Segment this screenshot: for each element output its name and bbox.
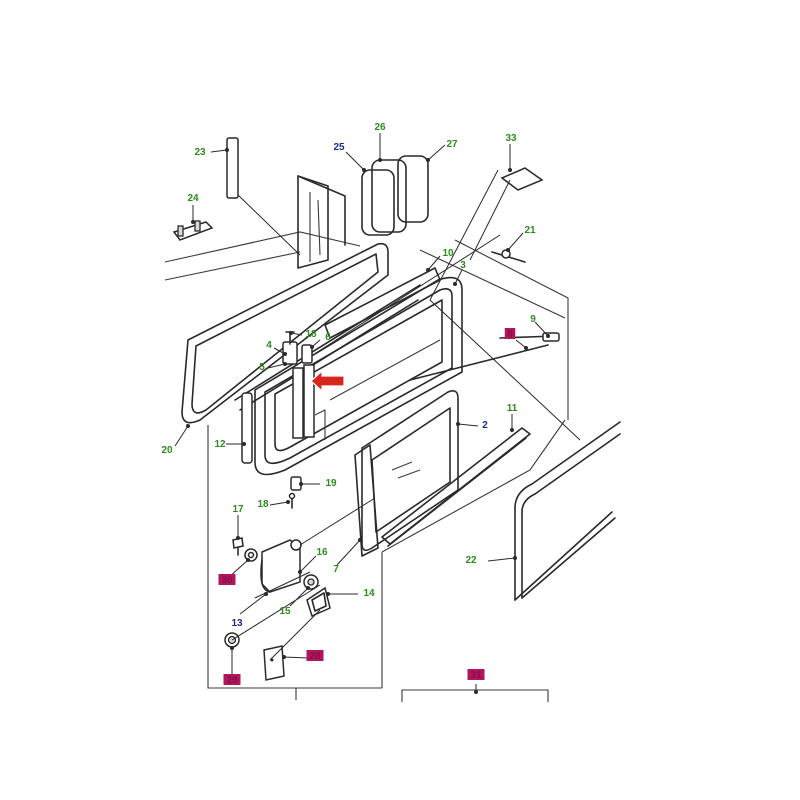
door-frame-outline [164,175,569,702]
part-22-side-glass [514,421,621,601]
part-12-channel [241,392,253,464]
callout-number: 19 [325,478,337,489]
callout-number: 27 [446,139,458,150]
callout-number: 29 [226,675,238,686]
callout-number: 11 [507,403,518,414]
callout-c31: 31 [467,669,485,681]
callout-c16: 16 [316,547,328,558]
part-23-strip [226,137,301,256]
callout-number: 14 [363,588,375,599]
callout-c13: 13 [231,618,243,629]
callout-number: 12 [214,439,226,450]
callout-c17: 17 [232,504,244,515]
callout-c18b: 18 [257,499,269,510]
direction-arrow-icon [310,369,345,393]
callout-labels: 23 24 25 26 27 33 21 10 3 18 6 45 9 8 2 11 20 12 19 18 17 16 7… [161,122,536,686]
callout-c12: 12 [214,439,226,450]
callout-number: 26 [374,122,386,133]
callout-c7: 7 [333,564,339,575]
callout-c25: 25 [333,142,345,153]
callout-highlight-box [223,674,241,685]
callout-number: 18 [257,499,269,510]
callout-highlight-box [218,574,236,585]
callout-number: 15 [279,606,291,617]
callout-number: 4 [266,340,272,351]
callout-c11: 11 [507,403,518,414]
callout-number: 33 [505,133,517,144]
callout-c8: 8 [504,328,516,340]
callout-c15: 15 [279,606,291,617]
callout-number: 9 [530,314,536,325]
callout-c30: 30 [218,574,236,586]
callout-number: 7 [333,564,339,575]
callout-c14: 14 [363,588,375,599]
part-25-26-27-seals [361,155,429,236]
parts-8-9-rail [409,332,560,381]
callout-number: 20 [161,445,173,456]
part-7-slider-frame [354,444,379,557]
callout-number: 6 [325,332,331,343]
callout-number: 5 [259,362,265,373]
callout-number: 10 [442,248,454,259]
callout-c22: 22 [465,555,477,566]
callout-leaders [174,133,550,694]
callout-highlight-box [467,669,485,680]
callout-c26: 26 [374,122,386,133]
callout-c18a: 18 [305,329,317,340]
callout-c5: 5 [259,362,265,373]
part-11-runner [381,427,531,547]
part-20-window-frame [181,242,389,424]
callout-number: 3 [460,260,466,271]
callout-number: 18 [305,329,317,340]
callout-number: 24 [187,193,199,204]
callout-number: 13 [231,618,243,629]
callout-c4: 4 [266,340,272,351]
callout-number: 2 [482,420,488,431]
callout-c29: 29 [223,674,241,686]
callout-number: 23 [194,147,206,158]
callout-c20: 20 [161,445,173,456]
callout-c21: 21 [524,225,536,236]
callout-number: 8 [507,329,513,340]
callout-c9: 9 [530,314,536,325]
callout-number: 16 [316,547,328,558]
part-24-clip [172,220,214,241]
callout-number: 22 [465,555,477,566]
callout-c24: 24 [187,193,199,204]
callout-number: 21 [524,225,536,236]
callout-number: 17 [232,504,244,515]
callout-c2: 2 [482,420,488,431]
callout-c6: 6 [325,332,331,343]
window-assembly [234,234,581,476]
callout-number: 31 [470,670,482,681]
callout-number: 25 [333,142,345,153]
lower-hardware [224,476,376,681]
callout-c27: 27 [446,139,458,150]
callout-highlight-box [306,650,324,661]
callout-c10: 10 [442,248,454,259]
callout-number: 30 [221,575,233,586]
callout-c28: 28 [306,650,324,662]
callout-number: 28 [309,651,321,662]
callout-c33: 33 [505,133,517,144]
callout-c3: 3 [460,260,466,271]
callout-c23: 23 [194,147,206,158]
callout-highlight-box [504,328,516,339]
parts-4-5-6-catch [282,331,315,439]
callout-c19: 19 [325,478,337,489]
